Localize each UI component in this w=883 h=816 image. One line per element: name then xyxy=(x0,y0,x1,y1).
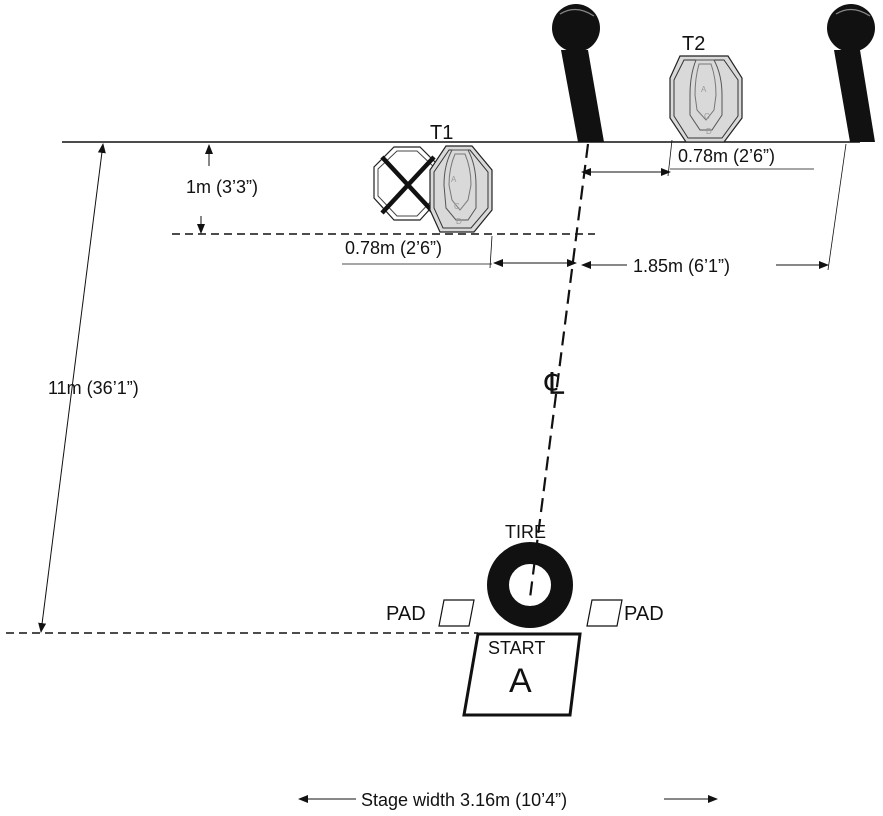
dim-right-extension xyxy=(827,143,847,271)
t1-zone-a-label: A xyxy=(451,175,457,184)
t2-label: T2 xyxy=(682,33,705,55)
pad-right-label: PAD xyxy=(624,603,664,625)
dim-t2-offset-label: 0.78m (2’6”) xyxy=(678,146,775,166)
t2-offset-tick xyxy=(667,139,673,177)
pad-left-shape xyxy=(438,599,475,627)
tire xyxy=(487,542,573,628)
pad-right-shape xyxy=(586,599,623,627)
dim-right-label: 1.85m (6’1”) xyxy=(633,256,730,276)
target-t1: A C D xyxy=(429,145,493,233)
no-shoot-target xyxy=(373,146,441,221)
dim-1m-label: 1m (3’3”) xyxy=(186,177,258,197)
t1-zone-d-label: D xyxy=(456,217,462,226)
t1-offset-tick xyxy=(489,235,493,269)
start-box xyxy=(462,632,582,717)
target-t2: A C D xyxy=(669,55,743,143)
stage-width-label: Stage width 3.16m (10’4”) xyxy=(361,790,567,810)
dim-11m-arrow xyxy=(38,143,106,633)
dim-t1-offset-label: 0.78m (2’6”) xyxy=(345,238,442,258)
zone-d-label: D xyxy=(706,127,712,136)
t1-zone-c-label: C xyxy=(454,202,460,211)
pad-left-label: PAD xyxy=(386,603,426,625)
start-label: START xyxy=(488,638,545,658)
popper-right xyxy=(827,4,875,142)
popper-left xyxy=(552,4,604,142)
zone-c-label: C xyxy=(704,112,710,121)
zone-a-label: A xyxy=(701,85,707,94)
centerline-symbol: ℄ xyxy=(544,368,565,401)
center-line xyxy=(528,143,590,599)
tire-label: TIRE xyxy=(505,522,546,542)
start-letter: A xyxy=(509,662,532,700)
t1-label: T1 xyxy=(430,122,453,144)
dim-11m-label: 11m (36’1”) xyxy=(48,378,139,398)
